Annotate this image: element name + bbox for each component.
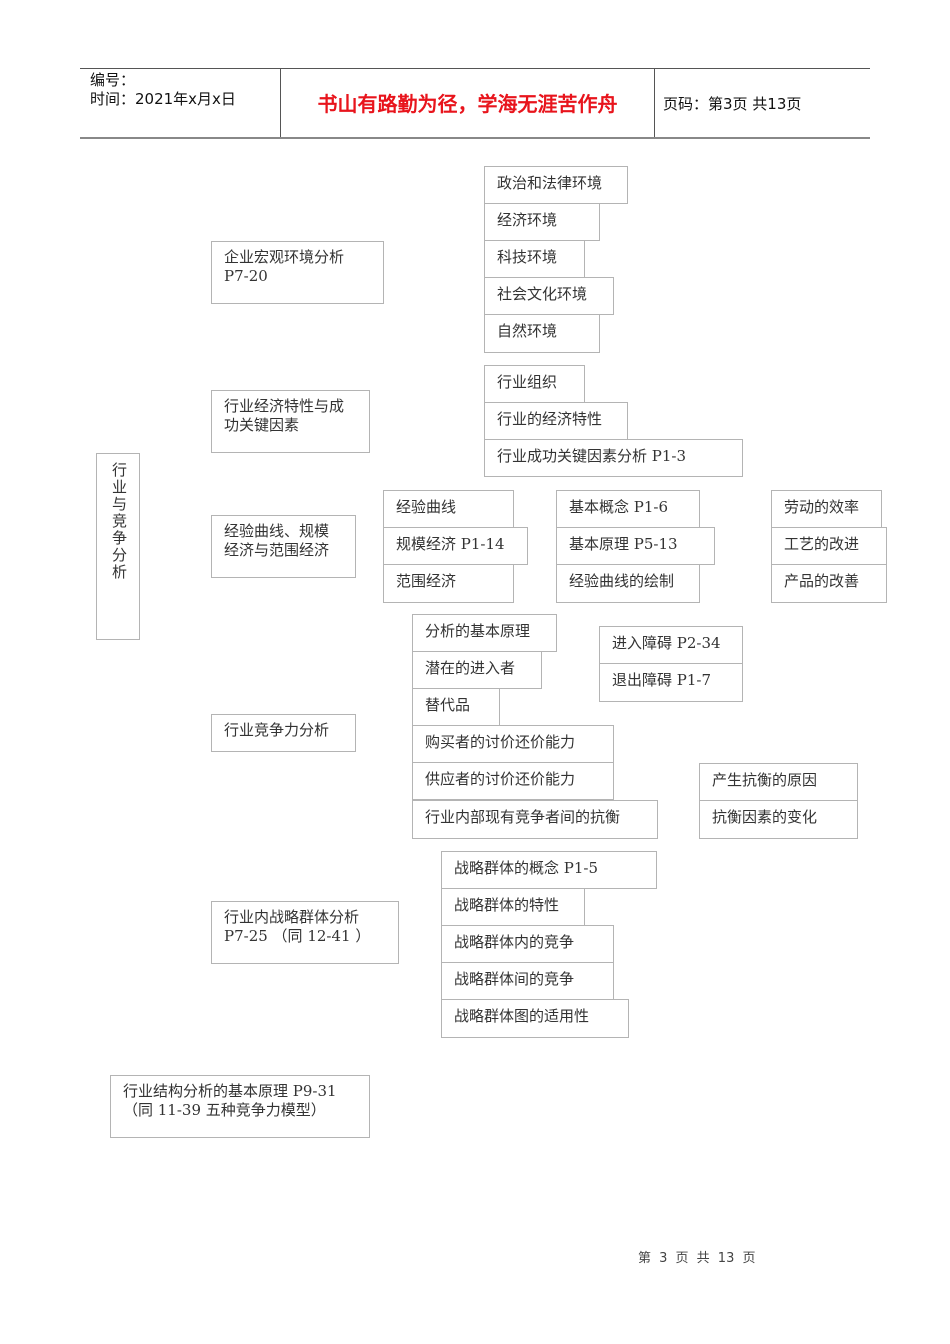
- node-experience-curve: 经验曲线: [383, 490, 514, 528]
- node-exit-barriers: 退出障碍 P1-7: [599, 663, 743, 702]
- section-strategic-groups: 行业内战略群体分析 P7-25 （同 12-41 ）: [211, 901, 399, 964]
- node-supplier-power: 供应者的讨价还价能力: [412, 762, 614, 800]
- node-natural: 自然环境: [484, 314, 600, 353]
- section-experience-curve: 经验曲线、规模 经济与范围经济: [211, 515, 356, 578]
- section-industry-economics: 行业经济特性与成 功关键因素: [211, 390, 370, 453]
- node-industry-economic-traits: 行业的经济特性: [484, 402, 628, 440]
- node-technology: 科技环境: [484, 240, 585, 278]
- node-rivalry-factor-changes: 抗衡因素的变化: [699, 800, 858, 839]
- node-substitutes: 替代品: [412, 688, 500, 726]
- node-rivalry-causes: 产生抗衡的原因: [699, 763, 858, 801]
- root-node: 行业与竞争分析: [96, 453, 140, 640]
- section-competitive-forces: 行业竞争力分析: [211, 714, 356, 752]
- node-labor-efficiency: 劳动的效率: [771, 490, 882, 528]
- header-page-label: 页码：第3页 共13页: [663, 95, 802, 113]
- node-basic-principle: 基本原理 P5-13: [556, 527, 715, 565]
- node-curve-drawing: 经验曲线的绘制: [556, 564, 700, 603]
- note-industry-structure: 行业结构分析的基本原理 P9-31 （同 11-39 五种竞争力模型）: [110, 1075, 370, 1138]
- node-economies-of-scale: 规模经济 P1-14: [383, 527, 528, 565]
- header-meta: 编号： 时间：2021年x月x日: [80, 69, 281, 137]
- node-buyer-power: 购买者的讨价还价能力: [412, 725, 614, 763]
- node-economic: 经济环境: [484, 203, 600, 241]
- date-label: 时间：2021年x月x日: [90, 90, 236, 108]
- section-macro-environment: 企业宏观环境分析 P7-20: [211, 241, 384, 304]
- node-potential-entrants: 潜在的进入者: [412, 651, 542, 689]
- node-product-improvement: 产品的改善: [771, 564, 887, 603]
- node-economies-of-scope: 范围经济: [383, 564, 514, 603]
- node-existing-rivalry: 行业内部现有竞争者间的抗衡: [412, 800, 658, 839]
- node-group-map-applicability: 战略群体图的适用性: [441, 999, 629, 1038]
- node-analysis-principle: 分析的基本原理: [412, 614, 557, 652]
- node-political-legal: 政治和法律环境: [484, 166, 628, 204]
- number-label: 编号：: [90, 71, 136, 89]
- node-basic-concept: 基本概念 P1-6: [556, 490, 700, 528]
- node-social-cultural: 社会文化环境: [484, 277, 614, 315]
- node-inter-group-competition: 战略群体间的竞争: [441, 962, 614, 1000]
- node-intra-group-competition: 战略群体内的竞争: [441, 925, 614, 963]
- node-entry-barriers: 进入障碍 P2-34: [599, 626, 743, 664]
- node-process-improvement: 工艺的改进: [771, 527, 887, 565]
- node-industry-organization: 行业组织: [484, 365, 585, 403]
- document-header: 编号： 时间：2021年x月x日 书山有路勤为径，学海无涯苦作舟 页码：第3页 …: [80, 68, 870, 139]
- header-motto: 书山有路勤为径，学海无涯苦作舟: [281, 69, 655, 137]
- node-strategic-group-concept: 战略群体的概念 P1-5: [441, 851, 657, 889]
- page-footer: 第 3 页 共 13 页: [638, 1251, 756, 1266]
- node-strategic-group-traits: 战略群体的特性: [441, 888, 585, 926]
- node-key-success-factors: 行业成功关键因素分析 P1-3: [484, 439, 743, 477]
